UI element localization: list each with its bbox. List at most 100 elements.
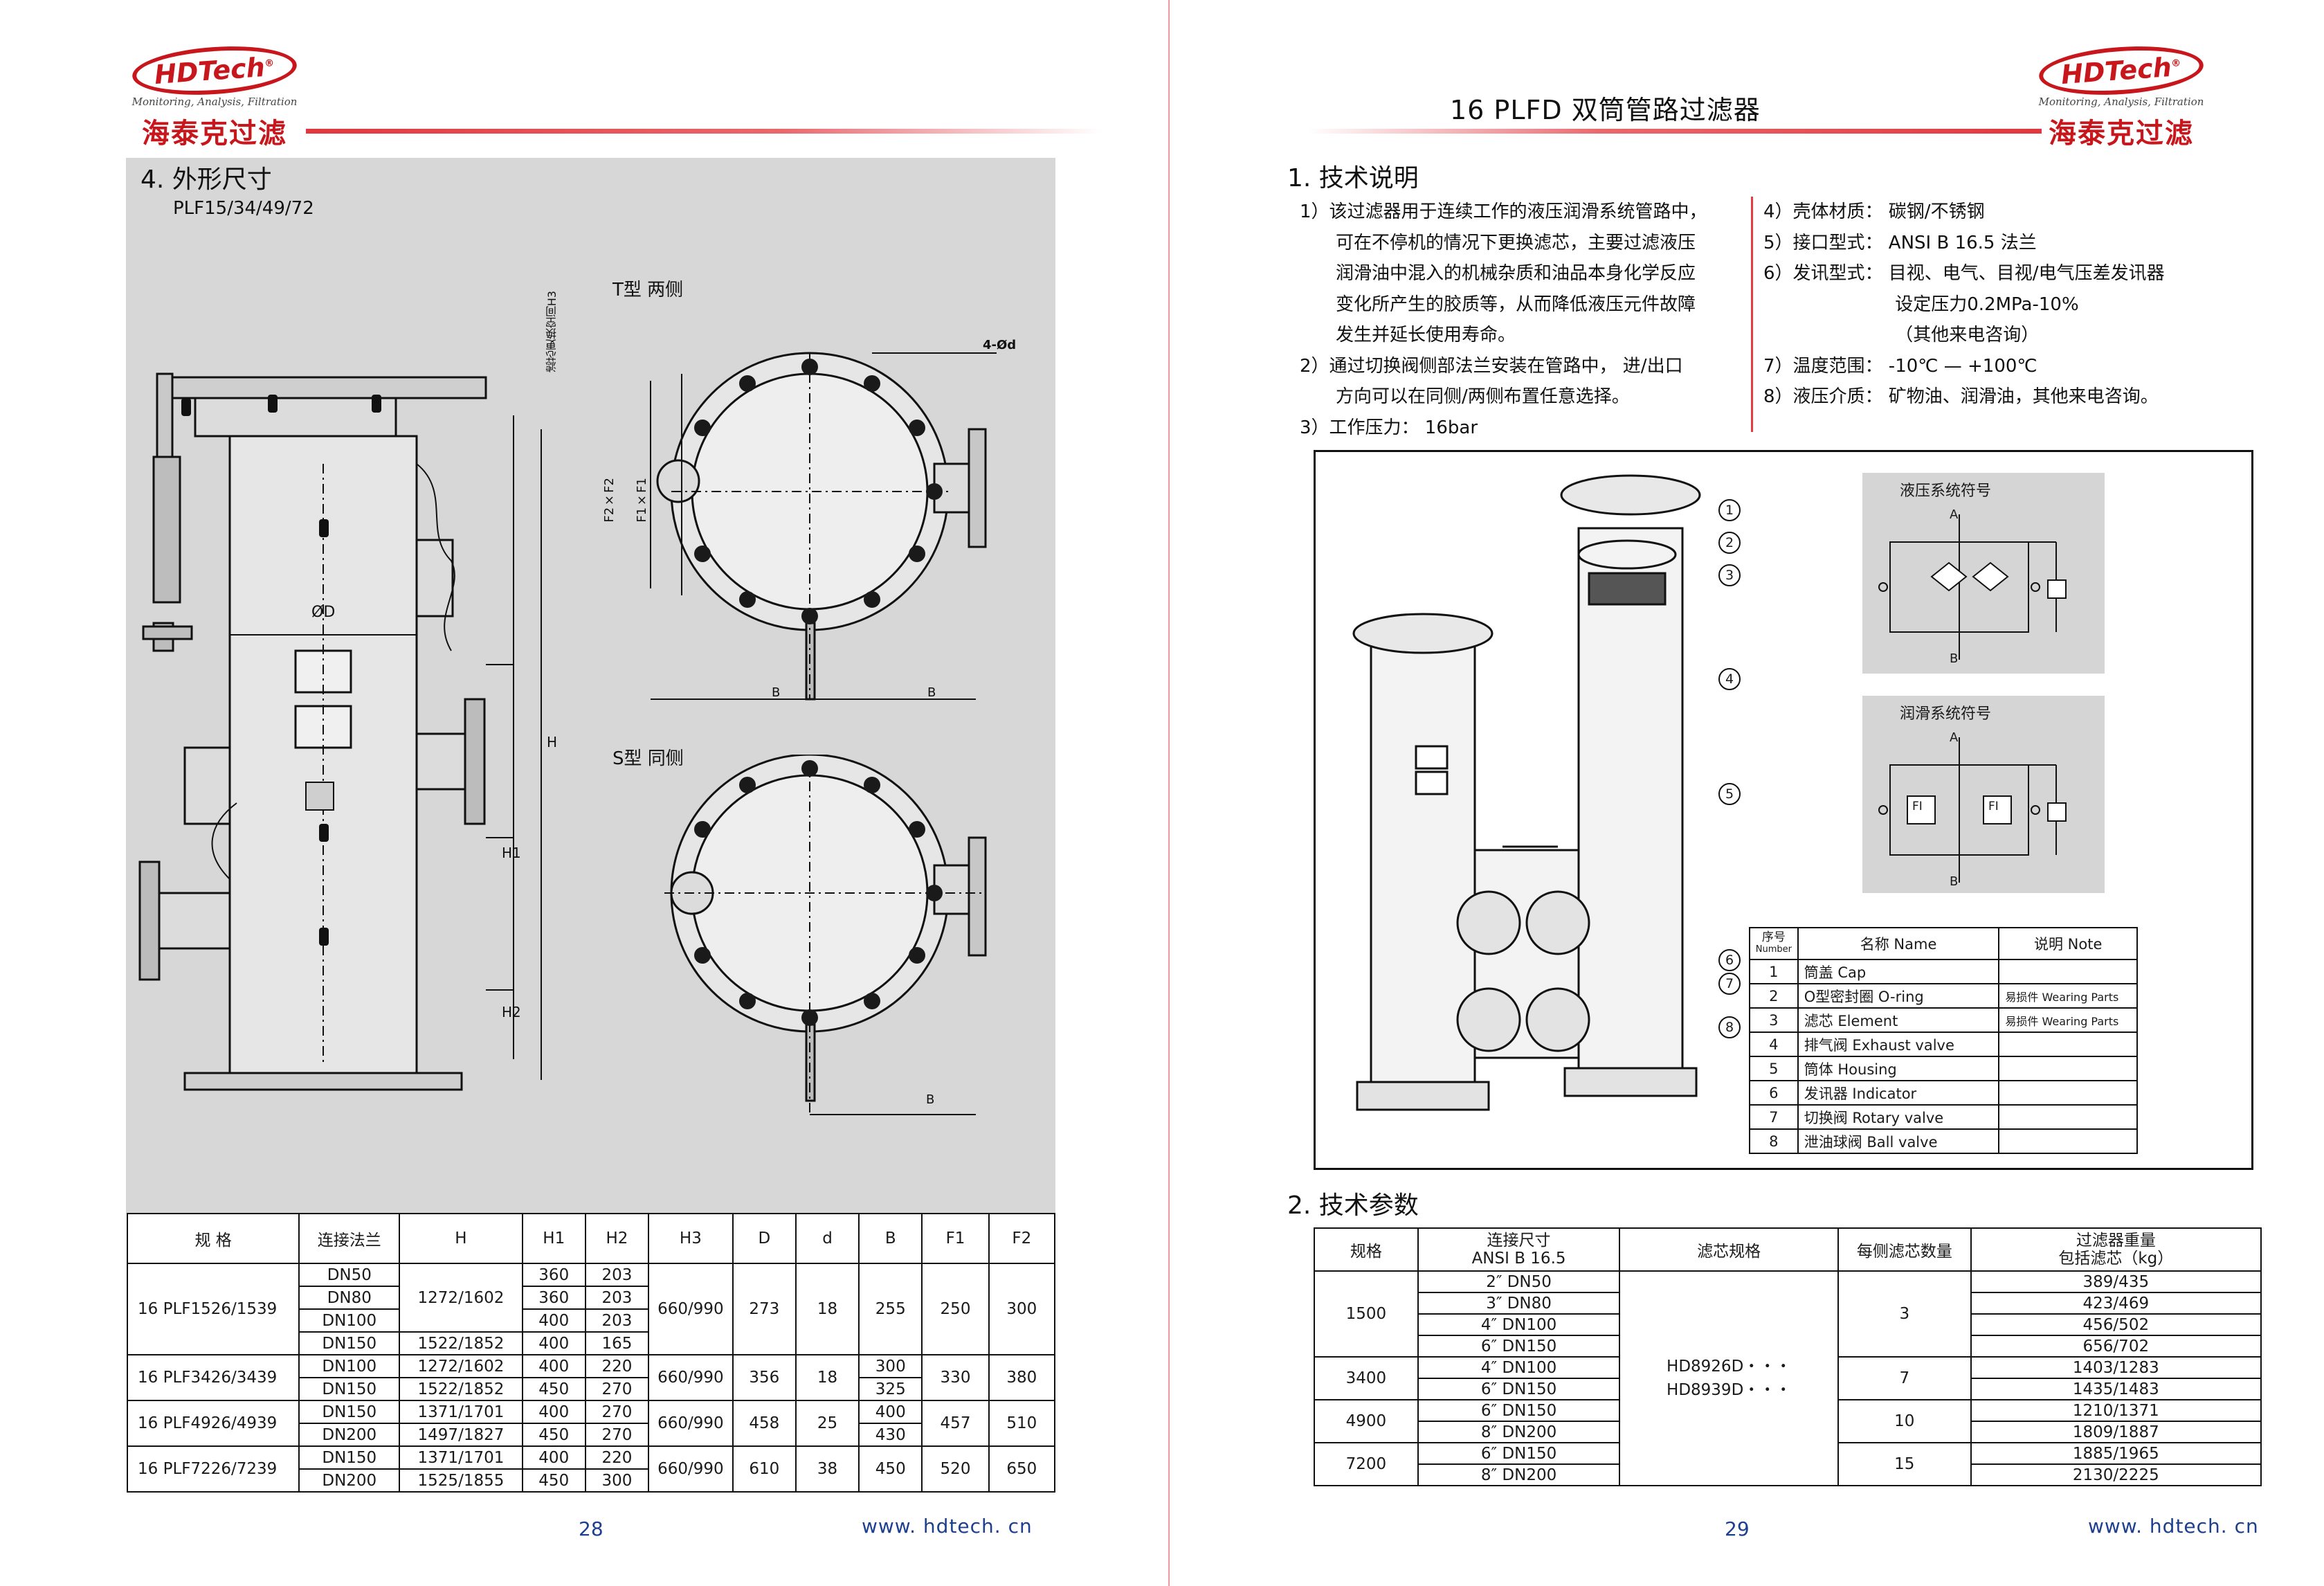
s-type-label: S型 同侧 — [612, 748, 684, 769]
hydraulic-symbol-box: 液压系统符号 A B — [1862, 473, 2105, 674]
page-number: 29 — [1725, 1517, 1750, 1540]
callout-5: 5 — [1718, 783, 1741, 805]
logo-wordmark: HDTech® — [2037, 41, 2205, 100]
element-spec-cell: HD8926D・・・HD8939D・・・ — [1619, 1270, 1839, 1486]
fi-label-left: FI — [1912, 800, 1923, 813]
hydraulic-symbol-title: 液压系统符号 — [1900, 483, 1992, 500]
tech-description-left: 1）该过滤器用于连续工作的液压润滑系统管路中， 可在不停机的情况下更换滤芯，主要… — [1300, 197, 1707, 443]
page-number: 28 — [579, 1517, 603, 1540]
column-divider — [1751, 197, 1753, 432]
table-row: 7200 6″ DN150 15 1885/1965 — [1314, 1442, 2262, 1486]
desc-line: 润滑油中混入的机械杂质和油品本身化学反应 — [1300, 263, 1696, 284]
desc-line: 5）接口型式： ANSI B 16.5 法兰 — [1763, 232, 2037, 253]
section-title-1: 1. 技术说明 — [1287, 164, 1419, 192]
col-spec: 规 格 — [126, 1213, 300, 1264]
desc-line: 4）壳体材质： 碳钢/不锈钢 — [1763, 201, 1985, 222]
col-qty: 每侧滤芯数量 — [1837, 1227, 1972, 1272]
desc-line: 3）工作压力： 16bar — [1300, 417, 1478, 438]
col-name: 名称 Name — [1797, 927, 2000, 960]
s-type-top-view — [664, 755, 987, 1115]
port-b: B — [1950, 651, 1959, 666]
desc-line: （其他来电咨询） — [1763, 325, 2040, 345]
logo-wordmark: HDTech® — [131, 41, 298, 100]
table-row: 1500 2″ DN50 HD8926D・・・HD8939D・・・ 3 389/… — [1314, 1270, 2262, 1486]
logo-tagline: Monitoring, Analysis, Filtration — [131, 96, 298, 108]
dim-b-label-t1: B — [772, 685, 781, 700]
dim-h2-label: H2 — [502, 1004, 521, 1020]
col-h3: H3 — [648, 1213, 734, 1264]
website-link[interactable]: www. hdtech. cn — [2088, 1515, 2259, 1538]
tech-description-right: 4）壳体材质： 碳钢/不锈钢 5）接口型式： ANSI B 16.5 法兰 6）… — [1763, 197, 2165, 413]
col-b: B — [858, 1213, 923, 1264]
callout-3: 3 — [1718, 564, 1741, 586]
desc-line: 1）该过滤器用于连续工作的液压润滑系统管路中， — [1300, 201, 1707, 222]
table-row: 4900 6″ DN150 10 1210/1371 — [1314, 1399, 2262, 1443]
t-type-top-view — [650, 352, 997, 701]
product-figure: 1 2 3 4 5 6 7 8 液压系统符号 A — [1314, 450, 2253, 1170]
side-view-drawing — [138, 372, 542, 1091]
left-page: HDTech® Monitoring, Analysis, Filtration… — [118, 41, 1102, 1540]
brand-logo: HDTech® Monitoring, Analysis, Filtration… — [118, 41, 311, 151]
table-row: 16 PLF1526/1539 DN50 1272/1602 360 203 6… — [126, 1263, 1056, 1355]
page-title: 16 PLFD 双筒管路过滤器 — [1450, 95, 1761, 125]
col-element: 滤芯规格 — [1619, 1227, 1839, 1272]
right-page: HDTech® Monitoring, Analysis, Filtration… — [1170, 0, 2324, 1586]
desc-line: 变化所产生的胶质等，从而降低液压元件故障 — [1300, 294, 1696, 315]
dim-b-label-t2: B — [927, 685, 936, 700]
header-rule — [306, 129, 1102, 134]
dim-f2f2-label: F2×F2 — [602, 478, 617, 523]
col-h: H — [399, 1213, 523, 1264]
desc-line: 8）液压介质： 矿物油、润滑油，其他来电咨询。 — [1763, 386, 2159, 407]
lube-symbol-box: 润滑系统符号 A B FI FI — [1862, 696, 2105, 893]
dimension-table: 规 格 连接法兰 H H1 H2 H3 D d B F1 F2 16 PLF15… — [126, 1213, 1056, 1493]
desc-line: 设定压力0.2MPa-10% — [1763, 294, 2079, 315]
callout-6: 6 — [1718, 949, 1741, 971]
table-row: DN200 1497/1827 450 270 430 — [127, 1423, 1055, 1447]
desc-line: 方向可以在同侧/两侧布置任意选择。 — [1300, 386, 1630, 407]
col-note: 说明 Note — [1998, 927, 2138, 960]
col-weight: 过滤器重量包括滤芯（kg） — [1970, 1227, 2262, 1272]
fi-label-right: FI — [1988, 800, 1999, 813]
col-h1: H1 — [521, 1213, 586, 1264]
desc-line: 6）发讯型式： 目视、电气、目视/电气压差发讯器 — [1763, 263, 2165, 284]
section-title: 4. 外形尺寸 — [140, 165, 272, 194]
col-spec: 规格 — [1314, 1227, 1419, 1272]
dimension-table-header: 规 格 连接法兰 H H1 H2 H3 D d B F1 F2 — [126, 1213, 1056, 1264]
filter-illustration — [1352, 474, 1701, 1111]
table-row: 16 PLF3426/3439 DN100 1272/1602 400 220 … — [126, 1354, 1056, 1401]
lube-symbol-diagram — [1878, 737, 2067, 883]
col-d-big: D — [732, 1213, 797, 1264]
port-a: A — [1950, 507, 1959, 522]
callout-2: 2 — [1718, 532, 1741, 554]
col-f2: F2 — [988, 1213, 1056, 1264]
hydraulic-symbol-diagram — [1878, 514, 2067, 660]
t-type-label: T型 两侧 — [612, 280, 684, 300]
dim-od-label: ØD — [311, 604, 336, 621]
port-b: B — [1950, 874, 1959, 889]
website-link[interactable]: www. hdtech. cn — [862, 1515, 1033, 1538]
callout-8: 8 — [1718, 1016, 1741, 1038]
desc-line: 可在不停机的情况下更换滤芯，主要过滤液压 — [1300, 232, 1696, 253]
col-f1: F1 — [921, 1213, 990, 1264]
section-title-2: 2. 技术参数 — [1287, 1191, 1419, 1220]
table-row: DN150 1522/1852 400 165 — [127, 1331, 1055, 1355]
port-a: A — [1950, 730, 1959, 745]
dim-f1f1-label: F1×F1 — [635, 478, 649, 523]
callout-4: 4 — [1718, 668, 1741, 690]
col-d-small: d — [795, 1213, 860, 1264]
